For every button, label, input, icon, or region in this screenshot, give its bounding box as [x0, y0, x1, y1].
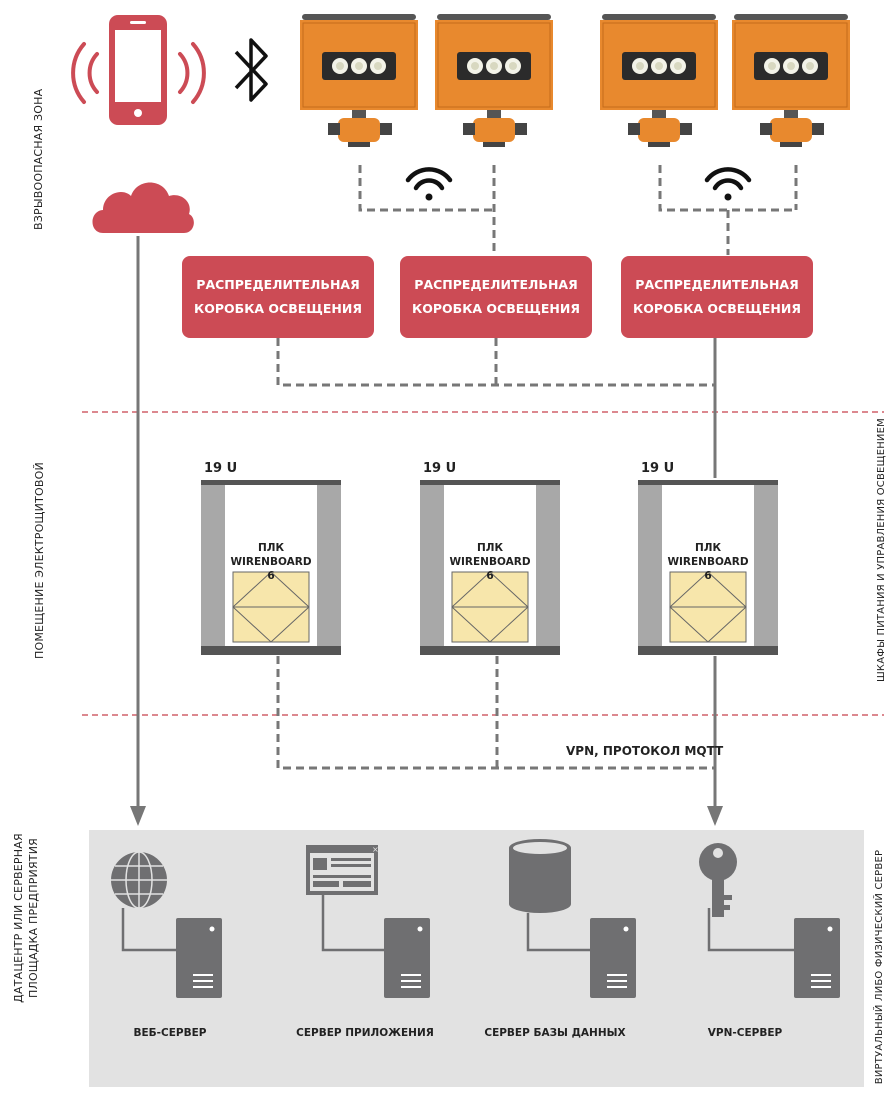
- plc-label-1-line1: ПЛК: [257, 542, 285, 554]
- server-tower-db: [590, 918, 636, 998]
- junction-box-3-line1: РАСПРЕДЕЛИТЕЛЬНАЯ: [635, 277, 799, 292]
- server-label-app: СЕРВЕР ПРИЛОЖЕНИЯ: [296, 1027, 434, 1039]
- server-tower-vpn: [794, 918, 840, 998]
- server-label-vpn: VPN-СЕРВЕР: [707, 1027, 783, 1039]
- plc-label-1-line2: WIRENBOARD 6: [230, 556, 312, 582]
- rack-label-1: 19 U: [204, 461, 238, 476]
- wireless-link-dashed: [358, 165, 798, 255]
- plc-label-1: ПЛК WIRENBOARD 6: [225, 541, 317, 583]
- junction-box-2: РАСПРЕДЕЛИТЕЛЬНАЯ КОРОБКА ОСВЕЩЕНИЯ: [400, 256, 592, 338]
- signal-waves-icon: [71, 42, 206, 104]
- server-tower-app: [384, 918, 430, 998]
- server-tower-web: [176, 918, 222, 998]
- server-label-db: СЕРВЕР БАЗЫ ДАННЫХ: [484, 1027, 626, 1039]
- arrow-to-web-server: [130, 806, 146, 826]
- svg-text:×: ×: [372, 845, 379, 854]
- side-label-server: ВИРТУАЛЬНЫЙ ЛИБО ФИЗИЧЕСКИЙ СЕРВЕР: [874, 849, 885, 1085]
- plc-label-3-line1: ПЛК: [694, 542, 722, 554]
- smartphone-icon: [109, 15, 167, 125]
- plc-label-2-line2: WIRENBOARD 6: [449, 556, 531, 582]
- globe-icon: [111, 851, 167, 909]
- zone-label-datacenter-line2: ПЛОЩАДКА ПРЕДПРИЯТИЯ: [27, 838, 40, 998]
- bluetooth-icon: [234, 38, 268, 102]
- box-bus-dashed: [276, 338, 715, 387]
- junction-box-1-line2: КОРОБКА ОСВЕЩЕНИЯ: [194, 301, 362, 316]
- arrow-to-vpn-server: [707, 806, 723, 826]
- database-icon: [509, 839, 571, 913]
- explosion-proof-lamp-4: [731, 13, 851, 148]
- junction-box-2-line1: РАСПРЕДЕЛИТЕЛЬНАЯ: [414, 277, 578, 292]
- zone-label-datacenter: ДАТАЦЕНТР ИЛИ СЕРВЕРНАЯ ПЛОЩАДКА ПРЕДПРИ…: [11, 818, 43, 1018]
- zone-label-hazard: ВЗРЫВООПАСНАЯ ЗОНА: [32, 88, 45, 230]
- key-icon: [699, 843, 737, 917]
- plc-label-3: ПЛК WIRENBOARD 6: [662, 541, 754, 583]
- zone-label-electrical: ПОМЕЩЕНИЕ ЭЛЕКТРОЩИТОВОЙ: [33, 462, 46, 659]
- junction-box-2-line2: КОРОБКА ОСВЕЩЕНИЯ: [412, 301, 580, 316]
- junction-box-1: РАСПРЕДЕЛИТЕЛЬНАЯ КОРОБКА ОСВЕЩЕНИЯ: [182, 256, 374, 338]
- junction-box-3: РАСПРЕДЕЛИТЕЛЬНАЯ КОРОБКА ОСВЕЩЕНИЯ: [621, 256, 813, 338]
- cloud-icon: [92, 182, 194, 233]
- plc-label-3-line2: WIRENBOARD 6: [667, 556, 749, 582]
- explosion-proof-lamp-2: [434, 13, 554, 148]
- side-label-cabinets: ШКАФЫ ПИТАНИЯ И УПРАВЛЕНИЯ ОСВЕЩЕНИЕМ: [876, 418, 887, 682]
- wifi-icon: [405, 167, 453, 201]
- plc-label-2: ПЛК WIRENBOARD 6: [444, 541, 536, 583]
- server-label-web: ВЕБ-СЕРВЕР: [133, 1027, 207, 1039]
- zone-label-datacenter-line1: ДАТАЦЕНТР ИЛИ СЕРВЕРНАЯ: [12, 833, 25, 1003]
- explosion-proof-lamp-3: [599, 13, 719, 148]
- junction-box-1-line1: РАСПРЕДЕЛИТЕЛЬНАЯ: [196, 277, 360, 292]
- app-window-icon: ×: [306, 845, 379, 895]
- cabinet-bus-dashed: [276, 656, 715, 770]
- junction-box-3-line2: КОРОБКА ОСВЕЩЕНИЯ: [633, 301, 801, 316]
- rack-label-3: 19 U: [641, 461, 675, 476]
- rack-label-2: 19 U: [423, 461, 457, 476]
- wifi-icon: [704, 167, 752, 201]
- explosion-proof-lamp-1: [299, 13, 419, 148]
- plc-label-2-line1: ПЛК: [476, 542, 504, 554]
- vpn-protocol-label: VPN, ПРОТОКОЛ MQTT: [566, 744, 724, 758]
